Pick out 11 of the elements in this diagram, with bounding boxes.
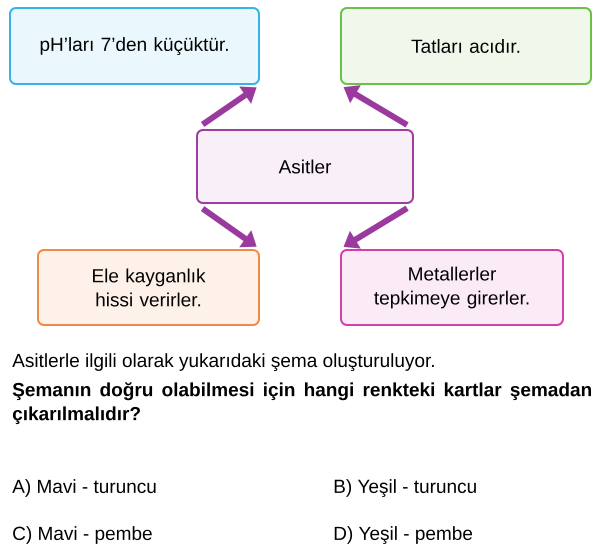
text: Şemanın doğru olabilmesi için hangi renkteki kartlar şemadan çıkarılmalıdır? [12,382,592,424]
card: Ele kayganlık hissi verirler. [37,249,260,326]
card: Metallerler tepkimeye girerler. [340,249,564,326]
text: B) Yeşil - turuncu [334,479,476,497]
text: C) Mavi - pembe [13,526,152,544]
card: pH’ları 7’den küçüktür. [9,7,260,85]
text: Asitlerle ilgili olarak yukarıdaki şema oluşturuluyor. [12,353,434,371]
card: Asitler [196,129,414,204]
text: A) Mavi - turuncu [12,479,156,497]
text: D) Yeşil - pembe [334,526,472,544]
card: Tatları acıdır. [340,7,592,85]
